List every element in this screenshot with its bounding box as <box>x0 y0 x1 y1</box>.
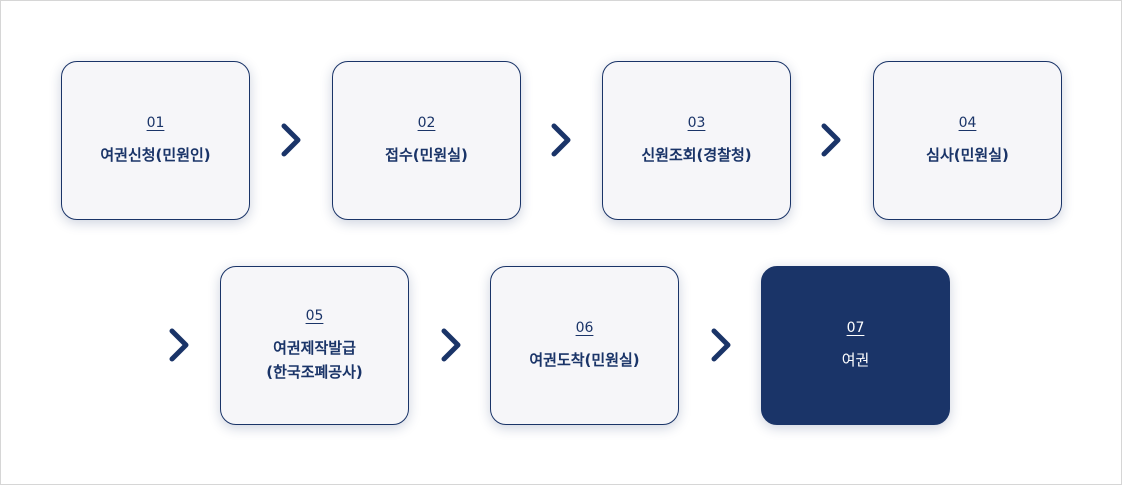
step-label: 심사(민원실) <box>926 145 1009 164</box>
chevron-right-icon <box>441 328 461 362</box>
step-number: 04 <box>958 114 977 131</box>
step-label: 여권신청(민원인) <box>100 145 211 164</box>
step-02: 02 접수(민원실) <box>332 61 521 220</box>
chevron-right-icon <box>169 328 189 362</box>
step-label: 여권도착(민원실) <box>529 350 640 369</box>
chevron-right-icon <box>551 123 571 157</box>
step-label: 여권 <box>841 350 870 369</box>
step-05: 05 여권제작발급 (한국조폐공사) <box>220 266 409 425</box>
step-04: 04 심사(민원실) <box>873 61 1062 220</box>
step-number: 03 <box>687 114 706 131</box>
step-07: 07 여권 <box>761 266 950 425</box>
step-label: 신원조회(경찰청) <box>641 145 752 164</box>
step-01: 01 여권신청(민원인) <box>61 61 250 220</box>
step-number: 06 <box>575 319 594 336</box>
chevron-right-icon <box>281 123 301 157</box>
step-label: 여권제작발급 (한국조폐공사) <box>266 338 363 381</box>
chevron-right-icon <box>711 328 731 362</box>
step-03: 03 신원조회(경찰청) <box>602 61 791 220</box>
chevron-right-icon <box>821 123 841 157</box>
step-label: 접수(민원실) <box>385 145 468 164</box>
step-number: 02 <box>417 114 436 131</box>
step-number: 07 <box>846 319 865 336</box>
step-number: 01 <box>146 114 165 131</box>
step-number: 05 <box>305 307 324 324</box>
step-06: 06 여권도착(민원실) <box>490 266 679 425</box>
